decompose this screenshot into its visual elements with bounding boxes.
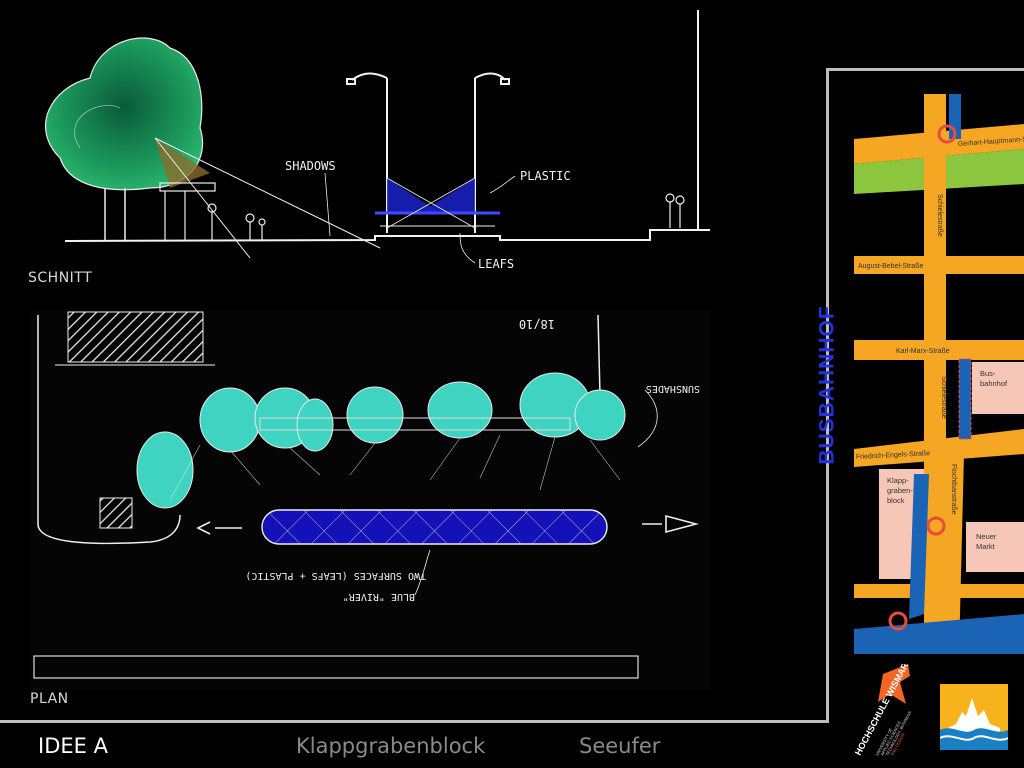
two-surfaces-annotation: TWO SURFACES (LEAFS + PLASTIC) xyxy=(245,570,426,581)
block-klapp-line1: Klapp- xyxy=(887,476,909,485)
plastic-canopy xyxy=(375,177,500,229)
block-klapp-line2: graben- xyxy=(887,486,913,495)
blue-river xyxy=(261,509,608,545)
plan-label: PLAN xyxy=(30,691,69,707)
block-busbahnhof-line2: bahnhof xyxy=(980,379,1008,388)
sunshades-annotation: SUNSHADES xyxy=(646,383,700,394)
location-map: Gerhart-Hauptmann-Straße Schielestraße A… xyxy=(854,94,1024,654)
city-crest-logo xyxy=(940,684,1008,750)
block-neuer-line1: Neuer xyxy=(976,532,997,541)
street-bebel-label: August-Bebel-Straße xyxy=(858,263,923,270)
blue-river-annotation: BLUE "RIVER" xyxy=(343,591,415,602)
date-annotation: 18/10 xyxy=(519,317,555,331)
section-sketch: SHADOWS PLASTIC LEAFS xyxy=(44,10,710,271)
hochschule-wismar-logo: HOCHSCHULE WISMAR UNIVERSITY OF APPLIED … xyxy=(853,664,912,757)
block-busbahnhof-line1: Bus- xyxy=(980,369,996,378)
frame-bottom-line xyxy=(0,720,829,723)
frame-top-line xyxy=(826,68,1024,71)
section-label: SCHNITT xyxy=(28,270,93,286)
shadows-annotation: SHADOWS xyxy=(285,159,336,173)
street-network xyxy=(854,94,1024,654)
nav-item-klappgrabenblock[interactable]: Klappgrabenblock xyxy=(296,734,486,758)
people-figures xyxy=(207,193,685,240)
nav-item-seeufer[interactable]: Seeufer xyxy=(579,734,661,758)
plastic-annotation: PLASTIC xyxy=(520,169,571,183)
plan-sketch: SUNSHADES TWO SURFACES (LEAFS + PLASTIC)… xyxy=(30,310,710,690)
street-schiele1-label: Schielestraße xyxy=(936,194,943,237)
map-markers xyxy=(888,124,957,631)
street-schiele2-label: Schielestraße xyxy=(940,376,947,419)
leafs-annotation: LEAFS xyxy=(478,257,514,271)
frame-right-line xyxy=(826,68,829,723)
street-flocht-label: Flochtbanstraße xyxy=(950,464,957,515)
nav-item-idee-a[interactable]: IDEE A xyxy=(38,734,108,758)
street-marx-label: Karl-Marx-Straße xyxy=(896,348,950,355)
street-engels-label: Friedrich-Engels-Straße xyxy=(856,450,931,461)
block-klapp-line3: block xyxy=(887,496,905,505)
tree-clusters xyxy=(136,372,626,509)
block-neuer-line2: Markt xyxy=(976,542,996,551)
busbahnhof-label: BUSBAHNHOF xyxy=(816,305,840,465)
